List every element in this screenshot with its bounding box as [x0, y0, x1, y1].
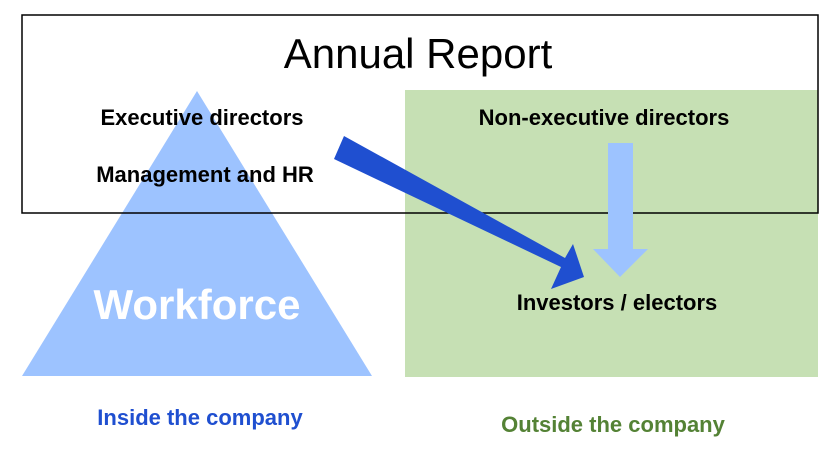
annual-report-frame — [21, 14, 819, 214]
annual-report-title: Annual Report — [284, 30, 553, 77]
non-executive-directors-label: Non-executive directors — [479, 105, 730, 130]
inside-company-label: Inside the company — [97, 405, 303, 430]
workforce-triangle — [22, 91, 372, 376]
workforce-label: Workforce — [94, 281, 301, 328]
outside-company-label: Outside the company — [501, 412, 725, 437]
management-hr-label: Management and HR — [96, 162, 314, 187]
executive-directors-label: Executive directors — [101, 105, 304, 130]
investors-electors-label: Investors / electors — [517, 290, 718, 315]
executive-to-investors-arrow — [334, 136, 584, 289]
non-executive-to-investors-arrow — [593, 143, 648, 277]
